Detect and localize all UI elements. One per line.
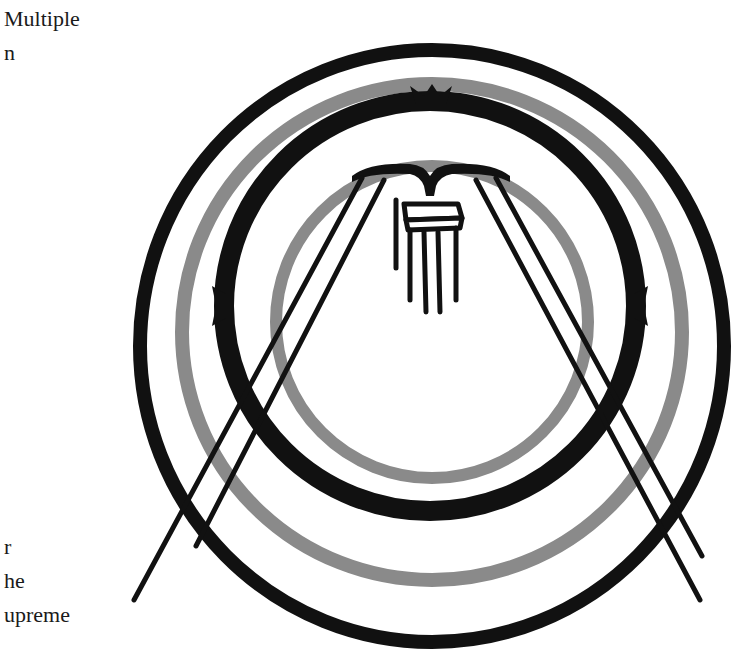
page-text-fragment: upreme xyxy=(4,602,70,628)
beam-lines xyxy=(134,178,702,600)
page-text-fragment: r xyxy=(4,534,11,560)
ring-knob xyxy=(212,286,226,326)
outer-ring xyxy=(140,50,724,642)
ring-knob xyxy=(410,84,452,104)
inner-grey-ring xyxy=(276,166,588,478)
page-text-fragment: Multiple xyxy=(4,6,80,32)
page-text-fragment: he xyxy=(4,568,25,594)
throne-symbol xyxy=(396,200,462,312)
grey-ring xyxy=(182,84,682,580)
page-text-fragment: n xyxy=(4,40,15,66)
ring-knob xyxy=(634,286,648,326)
inner-ring xyxy=(224,101,636,511)
